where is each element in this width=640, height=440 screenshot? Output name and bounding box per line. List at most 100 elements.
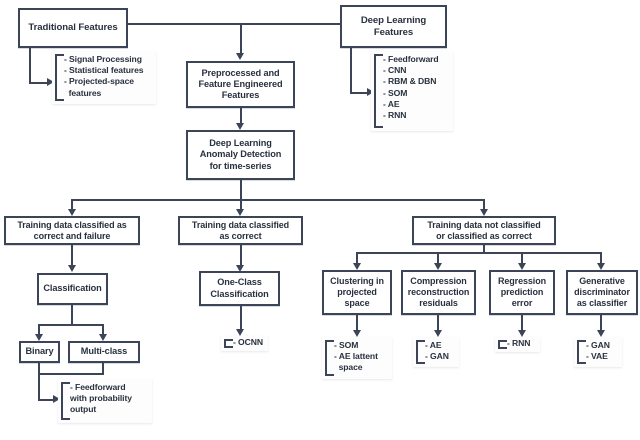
connector-feedforward-right <box>38 399 55 401</box>
node-multi-class[interactable]: Multi-class <box>68 341 140 363</box>
dlf-line-2: Features <box>373 26 414 38</box>
arrow-fan-clustering <box>352 263 361 270</box>
node-training-correct[interactable]: Training data classified as correct <box>178 216 303 245</box>
connector-notclassified-bar <box>356 252 602 254</box>
arrow-fan-regression <box>517 263 526 270</box>
arrow-trainfail-to-classification <box>67 265 76 272</box>
dla-line-3: for time-series <box>209 160 272 171</box>
node-generative-label: Generative discriminator as classifier <box>568 276 636 309</box>
connector-preprocessed-to-anomaly <box>239 108 242 124</box>
arrow-oneclass-to-ocnn <box>236 329 244 336</box>
list-item: with probability <box>70 393 132 404</box>
connector-notclassified-stem <box>483 245 485 254</box>
connector-oneclass-to-ocnn <box>239 306 242 331</box>
list-item: - AE <box>383 98 400 109</box>
cl-line-1: Clustering in <box>330 276 384 287</box>
list-item: - Feedforward <box>383 54 439 64</box>
pp-line-1: Preprocessed and <box>201 67 280 78</box>
node-traditional-features-label: Traditional Features <box>28 22 118 34</box>
gn-line-2: discriminator <box>574 287 630 298</box>
node-one-class-classification[interactable]: One-Class Classification <box>199 271 280 306</box>
node-generative-discriminator[interactable]: Generative discriminator as classifier <box>566 270 638 315</box>
bracket-regression <box>498 340 507 349</box>
node-training-correct-and-failure[interactable]: Training data classified as correct and … <box>4 216 140 245</box>
list-deep-learning-methods[interactable]: - Feedforward - CNN - RBM & DBN - SOM - … <box>371 51 453 131</box>
tc-line-1: Training data classified <box>191 219 290 230</box>
cp-line-3: residuals <box>419 297 458 308</box>
connector-binary-down <box>38 363 40 375</box>
node-multi-class-label: Multi-class <box>80 346 128 357</box>
node-dl-anomaly-detection[interactable]: Deep Learning Anomaly Detection for time… <box>186 130 295 180</box>
arrow-dlfeatures-to-list <box>367 88 374 96</box>
list-regression-methods[interactable]: - RNN <box>495 337 540 352</box>
dla-line-1: Deep Learning <box>209 138 272 149</box>
list-item: - RBM & DBN <box>383 76 437 87</box>
connector-clustering-to-list <box>356 315 358 332</box>
node-training-correct-label: Training data classified as correct <box>186 220 295 242</box>
connector-generative-to-list <box>600 315 602 332</box>
node-binary[interactable]: Binary <box>19 341 60 363</box>
list-item: - Feedforward <box>70 382 126 392</box>
node-training-not-classified[interactable]: Training data not classified or classifi… <box>412 216 556 245</box>
arrow-to-binary <box>34 334 43 341</box>
list-item: - Projected-space <box>64 76 134 87</box>
connector-traditional-right <box>29 82 49 84</box>
connector-classification-stem <box>71 305 73 326</box>
dla-line-2: Anomaly Detection <box>199 149 282 160</box>
gn-line-3: as classifier <box>576 297 628 308</box>
list-generative-methods[interactable]: - GAN - VAE <box>574 337 622 367</box>
pp-line-3: Features <box>221 90 260 101</box>
node-compression-label: Compression reconstruction residuals <box>402 276 476 309</box>
arrow-split-center <box>236 209 244 216</box>
arrow-split-left <box>67 209 76 216</box>
list-item: features <box>64 87 102 98</box>
connector-split-left <box>71 199 73 211</box>
node-traditional-features[interactable]: Traditional Features <box>18 8 128 48</box>
gn-line-1: Generative <box>579 276 625 287</box>
bracket-deep-learning <box>374 54 383 128</box>
node-regression-prediction-error[interactable]: Regression prediction error <box>489 270 555 315</box>
node-clustering-projected-space[interactable]: Clustering in projected space <box>322 270 392 315</box>
list-compression-methods[interactable]: - AE - GAN <box>413 337 459 367</box>
node-preprocessed-features[interactable]: Preprocessed and Feature Engineered Feat… <box>186 61 295 108</box>
connector-regression-to-list <box>521 315 523 332</box>
connector-dlfeatures-right <box>350 92 369 94</box>
list-traditional-methods[interactable]: - Signal Processing - Statistical featur… <box>52 51 156 104</box>
rg-line-1: Regression <box>497 276 547 287</box>
list-item: - AE <box>425 340 442 350</box>
arrow-split-right <box>479 209 488 216</box>
connector-fan-generative <box>600 252 602 265</box>
list-item: space <box>334 362 363 373</box>
connector-fan-regression <box>521 252 523 265</box>
occ-line-2: Classification <box>210 288 269 299</box>
list-one-class-methods[interactable]: - OCNN <box>221 336 268 351</box>
connector-anomaly-split-bar <box>71 199 484 201</box>
node-compression-reconstruction-residuals[interactable]: Compression reconstruction residuals <box>401 270 476 315</box>
list-clustering-methods[interactable]: - SOM - AE lattent space <box>322 337 392 379</box>
tcf-line-1: Training data classified as <box>17 219 127 230</box>
arrow-top-to-preprocessed <box>236 53 244 60</box>
bracket-one-class <box>224 339 233 348</box>
rg-line-2: prediction <box>500 287 544 298</box>
connector-multiclass-down <box>102 363 104 375</box>
list-classification-methods[interactable]: - Feedforward with probability output <box>58 379 152 423</box>
node-binary-label: Binary <box>25 346 54 357</box>
list-item: output <box>70 404 97 415</box>
connector-join-to-feedforward <box>38 373 40 401</box>
connector-classification-bar <box>38 324 104 326</box>
dlf-line-1: Deep Learning <box>360 14 427 26</box>
node-dl-anomaly-detection-label: Deep Learning Anomaly Detection for time… <box>194 138 288 172</box>
bracket-clustering <box>325 340 334 376</box>
list-item: - RNN <box>507 338 531 348</box>
node-deep-learning-features[interactable]: Deep Learning Features <box>340 5 447 48</box>
connector-top-horizontal <box>128 23 340 25</box>
list-item: - Signal Processing <box>64 54 142 64</box>
node-classification[interactable]: Classification <box>37 273 108 305</box>
connector-dlfeatures-down <box>350 48 352 94</box>
connector-trainfail-to-classification <box>71 245 73 266</box>
bracket-traditional <box>55 54 64 101</box>
node-training-correct-and-failure-label: Training data classified as correct and … <box>11 220 132 242</box>
arrow-fan-compression <box>433 263 442 270</box>
connector-traditional-down <box>29 48 31 84</box>
node-one-class-classification-label: One-Class Classification <box>204 277 274 299</box>
